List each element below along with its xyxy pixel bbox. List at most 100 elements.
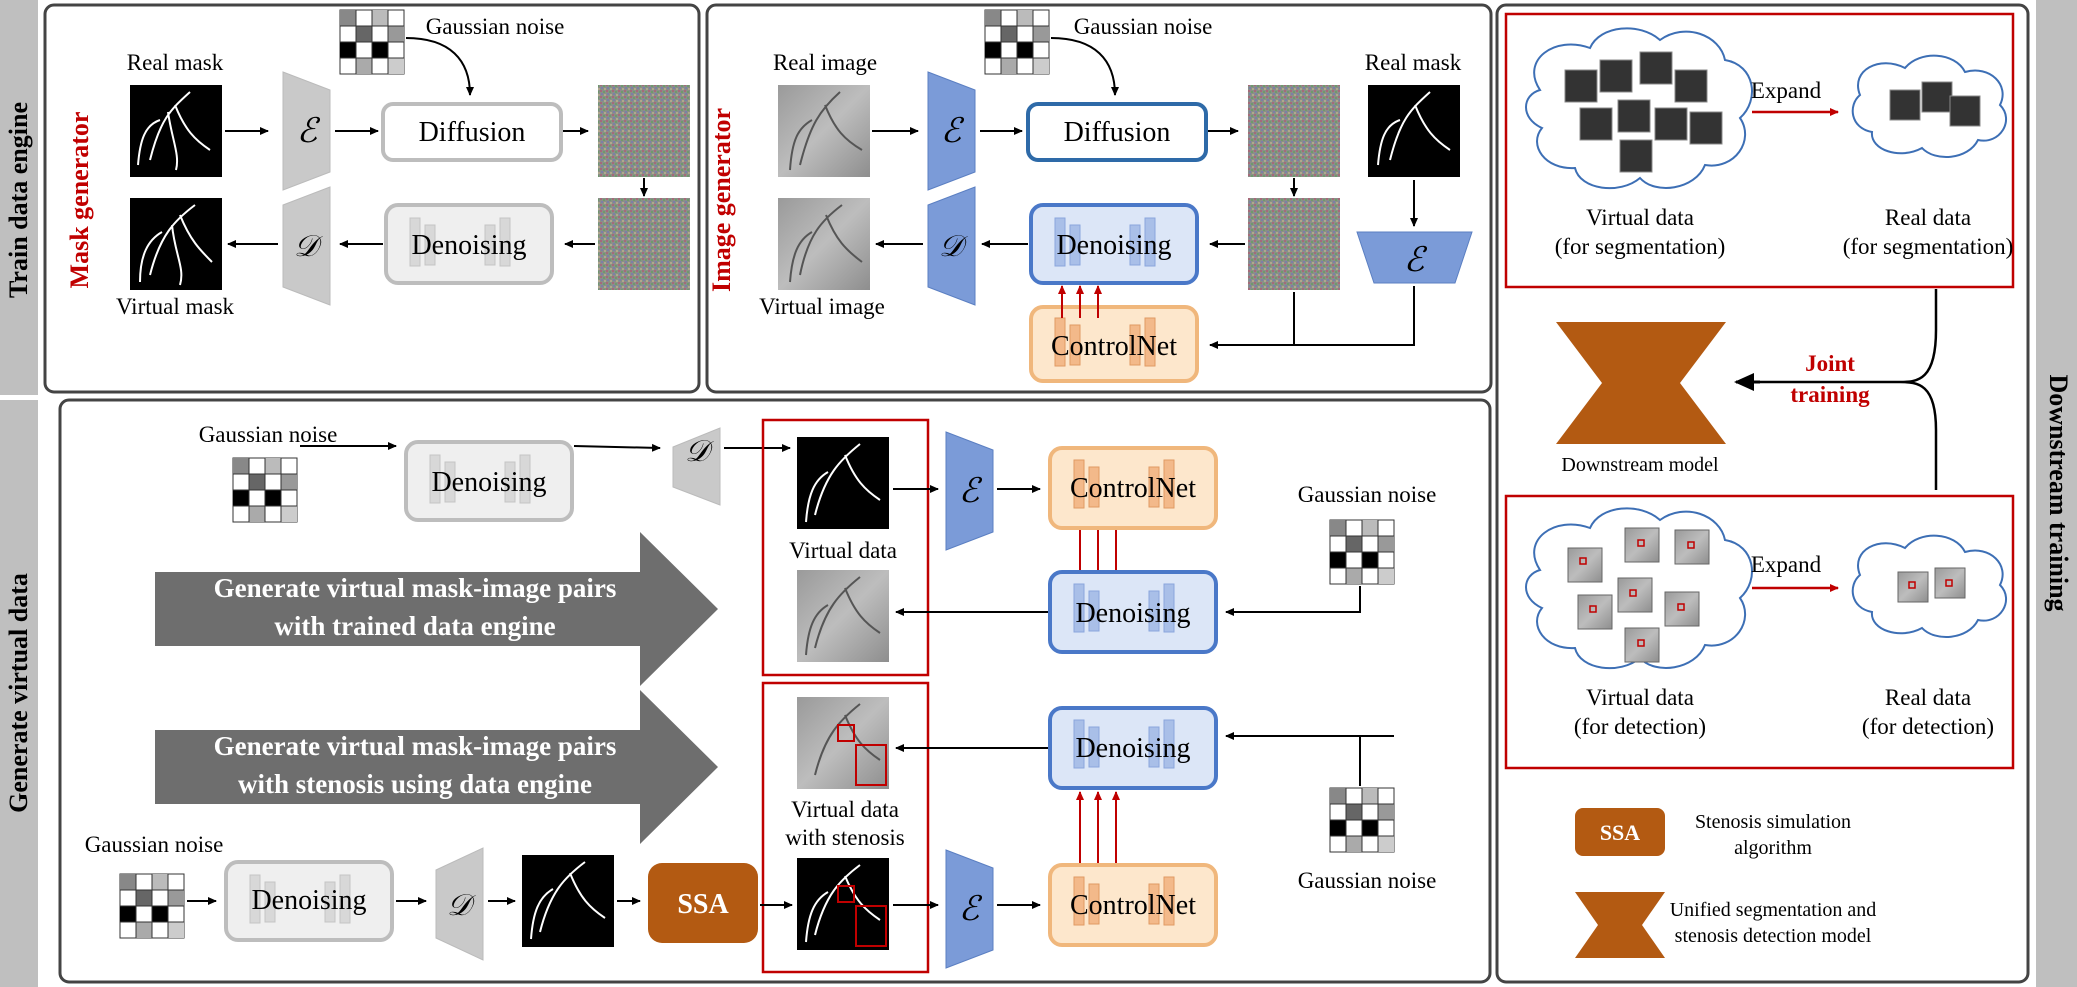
side-label-generate: Generate virtual data	[4, 573, 33, 813]
gv-stenosis-image	[797, 697, 889, 789]
gv-decoder-bottom: 𝒟	[435, 847, 484, 961]
gv-gaussian-noise-top-label: Gaussian noise	[199, 422, 338, 447]
legend-ssa-swatch: SSA	[1575, 808, 1665, 856]
ds-virtual-det-label-1: Virtual data	[1586, 685, 1694, 710]
gv-denoising-low: Denoising	[1048, 706, 1218, 790]
ig-noise-latent-bottom	[1248, 198, 1340, 290]
gv-encoder-top-symbol: ℰ	[959, 473, 983, 510]
legend-model-swatch	[1575, 892, 1665, 958]
mg-virtual-mask-label: Virtual mask	[116, 294, 235, 319]
mg-denoising-box: Denoising	[384, 203, 554, 285]
mg-gaussian-noise-label: Gaussian noise	[426, 14, 565, 39]
ds-real-det-cloud	[1851, 534, 2007, 639]
legend-ssa-label: SSA	[1600, 820, 1640, 845]
gv-gaussian-noise-bottom-grid	[119, 873, 185, 939]
ig-decoder: 𝒟	[927, 186, 976, 306]
mg-diffusion-box: Diffusion	[381, 102, 563, 162]
ds-joint-label-1: Joint	[1805, 351, 1855, 376]
ds-virtual-seg-label-2: (for segmentation)	[1555, 234, 1726, 259]
gv-controlnet-top: ControlNet	[1048, 446, 1218, 530]
gv-controlnet-bottom: ControlNet	[1048, 863, 1218, 947]
ds-joint-connector	[1740, 289, 1938, 490]
ds-virtual-det-label-2: (for detection)	[1574, 714, 1706, 739]
ig-mask-encoder-symbol: ℰ	[1404, 242, 1428, 279]
ig-real-mask-label: Real mask	[1365, 50, 1462, 75]
ds-virtual-det-cloud	[1525, 507, 1753, 670]
ig-controlnet-box: ControlNet	[1029, 305, 1199, 383]
mg-encoder: ℰ	[282, 71, 331, 191]
mg-noise-latent-bottom	[598, 198, 690, 290]
ds-real-det-label-2: (for detection)	[1862, 714, 1994, 739]
gv-stenosis-label-1: Virtual data	[791, 797, 899, 822]
ig-denoising-box: Denoising	[1029, 203, 1199, 285]
gv-big-arrow-2: Generate virtual mask-image pairs with s…	[155, 690, 718, 844]
gv-controlnet-top-label: ControlNet	[1070, 473, 1196, 504]
gv-gaussian-noise-right-top-label: Gaussian noise	[1298, 482, 1437, 507]
gv-gaussian-noise-right-bottom-label: Gaussian noise	[1298, 868, 1437, 893]
ds-virtual-seg-cloud	[1525, 27, 1753, 190]
side-label-downstream: Downstream training	[2044, 374, 2073, 611]
mg-denoising-label: Denoising	[411, 230, 526, 261]
gv-arrow2-line1: Generate virtual mask-image pairs	[214, 731, 617, 761]
ig-encoder: ℰ	[927, 71, 976, 191]
gv-denoising-bottom-label: Denoising	[251, 885, 366, 916]
ds-virtual-seg-label-1: Virtual data	[1586, 205, 1694, 230]
gv-denoising-top: Denoising	[404, 440, 574, 522]
gv-big-arrow-1: Generate virtual mask-image pairs with t…	[155, 532, 718, 686]
mg-encoder-symbol: ℰ	[297, 113, 321, 150]
ds-real-det-label-1: Real data	[1885, 685, 1971, 710]
gv-denoising-mid-label: Denoising	[1075, 598, 1190, 629]
panel-image-generator	[705, 3, 1493, 394]
legend-ssa-desc-1: Stenosis simulation	[1695, 811, 1851, 833]
ig-denoising-label: Denoising	[1056, 230, 1171, 261]
gv-arrow1-line2: with trained data engine	[274, 611, 555, 641]
panel-mask-generator	[43, 3, 701, 394]
mg-decoder: 𝒟	[282, 186, 331, 306]
panel-generate	[58, 398, 1492, 984]
ig-real-image	[778, 85, 870, 177]
gv-stenosis-label-2: with stenosis	[785, 825, 905, 850]
ig-gaussian-noise-label: Gaussian noise	[1074, 14, 1213, 39]
gv-denoising-top-label: Denoising	[431, 467, 546, 498]
legend-model-desc-1: Unified segmentation and	[1670, 899, 1877, 921]
legend-model-desc-2: stenosis detection model	[1675, 925, 1872, 947]
gv-gaussian-noise-right-top-grid	[1329, 519, 1395, 585]
ds-downstream-model-label: Downstream model	[1561, 454, 1719, 476]
ig-controlnet-label: ControlNet	[1051, 331, 1177, 362]
ds-real-seg-label-1: Real data	[1885, 205, 1971, 230]
gv-virtual-stenosis-box	[761, 681, 930, 974]
gv-virtual-image	[797, 570, 889, 662]
gv-virtual-data-box	[761, 418, 930, 677]
ig-virtual-image-label: Virtual image	[759, 294, 885, 319]
mask-generator-title: Mask generator	[65, 112, 94, 289]
ds-det-box	[1504, 494, 2015, 770]
gv-decoder-top: 𝒟	[672, 427, 721, 506]
gv-ssa-label: SSA	[677, 889, 729, 920]
side-label-train: Train data engine	[4, 102, 33, 298]
ds-expand-bottom-label: Expand	[1751, 552, 1822, 577]
ds-real-seg-cloud	[1851, 54, 2007, 159]
gv-stenosis-mask	[797, 858, 889, 950]
ds-seg-box	[1504, 12, 2015, 289]
ds-downstream-model	[1556, 322, 1726, 444]
gv-arrow2-line2: with stenosis using data engine	[238, 769, 592, 799]
side-bar-generate: Generate virtual data	[0, 400, 38, 987]
ig-mask-encoder: ℰ	[1356, 231, 1473, 284]
ig-virtual-image	[778, 198, 870, 290]
image-generator-title: Image generator	[707, 108, 736, 292]
gv-controlnet-bottom-label: ControlNet	[1070, 890, 1196, 921]
mg-gaussian-noise-grid	[339, 9, 405, 75]
ds-expand-top-label: Expand	[1751, 78, 1822, 103]
gv-ssa-box: SSA	[648, 863, 758, 943]
gv-denoising-low-label: Denoising	[1075, 733, 1190, 764]
gv-generated-mask	[522, 855, 614, 947]
mg-virtual-mask-image	[130, 198, 222, 290]
ig-encoder-symbol: ℰ	[941, 113, 965, 150]
ds-real-seg-label-2: (for segmentation)	[1843, 234, 2014, 259]
panel-downstream	[1495, 3, 2030, 984]
side-bar-train: Train data engine	[0, 0, 38, 395]
mg-noise-latent-top	[598, 85, 690, 177]
gv-gaussian-noise-top-grid	[232, 457, 298, 523]
mg-real-mask-label: Real mask	[127, 50, 224, 75]
